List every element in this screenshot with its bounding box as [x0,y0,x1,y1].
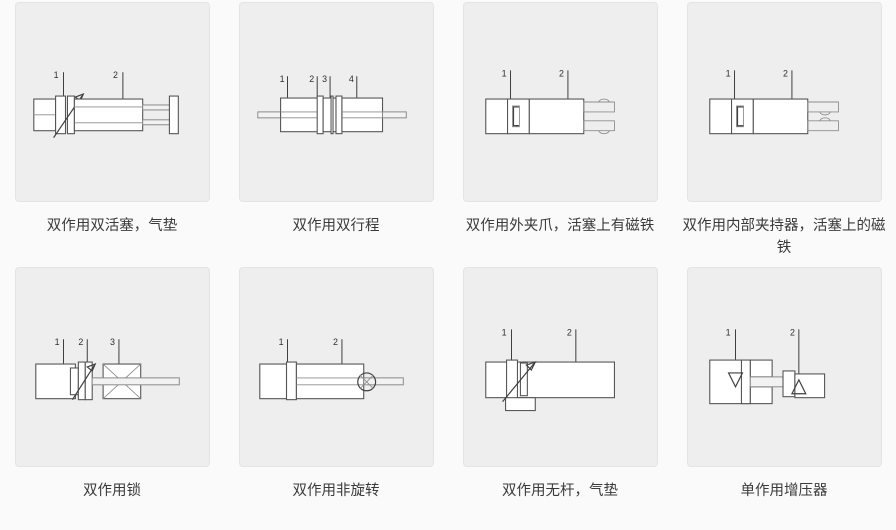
symbol-thumbnail[interactable]: 1 2 [238,267,434,467]
callout-label: 3 [110,337,115,347]
callout-label: 2 [309,74,314,84]
symbol-thumbnail[interactable]: 1 2 [14,2,210,202]
double-acting-double-stroke-symbol: 1 2 3 4 [256,74,407,135]
item-caption: 双作用内部夹持器，活塞上的磁铁 [682,218,886,257]
callout-label: 3 [322,74,327,84]
item-caption: 双作用双活塞，气垫 [46,218,178,234]
symbol-thumbnail[interactable]: 1 2 [462,267,658,467]
double-acting-lock-symbol: 1 2 3 [34,337,180,401]
callout-label: 1 [725,327,730,337]
callout-label: 1 [501,68,506,78]
symbol-thumbnail[interactable]: 1 2 [462,2,658,202]
gallery-item-double-acting-double-piston-cushioned[interactable]: 1 2 双作用双活塞，气垫 [0,0,224,265]
callout-label: 2 [333,337,338,347]
item-caption: 双作用外夹爪，活塞上有磁铁 [465,218,655,234]
item-caption: 双作用锁 [83,483,141,499]
item-caption: 双作用无杆，气垫 [502,483,618,499]
callout-label: 1 [54,337,59,347]
gallery-item-single-acting-booster[interactable]: 1 2 单作用增压器 [672,265,896,530]
callout-label: 1 [501,327,506,337]
gallery-item-double-acting-internal-gripper[interactable]: 1 2 双作用内部夹持器，活塞上的磁铁 [672,0,896,265]
gallery-item-double-acting-external-gripper[interactable]: 1 2 双作用外夹爪，活塞上有磁铁 [448,0,672,265]
callout-label: 4 [348,74,353,84]
double-acting-internal-gripper-symbol: 1 2 [708,68,839,135]
callout-label: 2 [112,70,117,80]
symbol-thumbnail[interactable]: 1 2 [686,2,882,202]
callout-label: 2 [783,68,788,78]
item-caption: 双作用非旋转 [292,483,380,499]
gallery-item-double-acting-double-stroke[interactable]: 1 2 3 4 双作用双行程 [224,0,448,265]
item-caption: 单作用增压器 [740,483,828,499]
callout-label: 2 [78,337,83,347]
callout-label: 1 [53,70,58,80]
callout-label: 2 [789,327,794,337]
double-acting-non-rotating-symbol: 1 2 [258,337,404,401]
callout-label: 1 [278,337,283,347]
double-acting-double-piston-cushion-symbol: 1 2 [32,70,179,138]
double-acting-external-gripper-symbol: 1 2 [484,68,615,135]
symbol-thumbnail[interactable]: 1 2 3 [14,267,210,467]
single-acting-booster-symbol: 1 2 [708,327,825,405]
gallery-item-double-acting-lock[interactable]: 1 2 3 双作用锁 [0,265,224,530]
symbol-thumbnail[interactable]: 1 2 3 4 [238,2,434,202]
gallery-item-double-acting-non-rotating[interactable]: 1 2 双作用非旋转 [224,265,448,530]
item-caption: 双作用双行程 [292,218,380,234]
callout-label: 1 [725,68,730,78]
callout-label: 2 [559,68,564,78]
callout-label: 2 [566,327,571,337]
double-acting-rodless-cushion-symbol: 1 2 [484,327,615,412]
callout-label: 1 [279,74,284,84]
symbol-thumbnail[interactable]: 1 2 [686,267,882,467]
gallery-item-double-acting-rodless-cushioned[interactable]: 1 2 双作用无杆，气垫 [448,265,672,530]
